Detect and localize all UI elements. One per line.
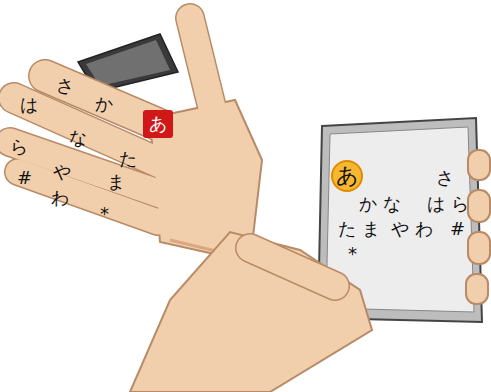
finger-key-label: ま — [107, 173, 125, 191]
screen-key-label: * — [348, 245, 357, 263]
screen-key-label: は — [427, 195, 445, 213]
finger-key-label: # — [17, 169, 32, 187]
screen-key-label: な — [383, 195, 401, 213]
screen-key-label: や — [391, 220, 409, 238]
screen-key-label: # — [450, 220, 465, 238]
screen-key-label: か — [359, 195, 377, 213]
finger-key-label: さ — [56, 77, 74, 95]
screen-key-label: た — [338, 220, 356, 238]
screen-key-label: わ — [415, 220, 433, 238]
finger-key-label: か — [95, 95, 113, 113]
key-char: あ — [336, 165, 359, 187]
finger-key-label: や — [53, 163, 71, 181]
selected-key-circle: あ — [331, 160, 363, 192]
screen-key-label: さ — [436, 169, 454, 187]
finger-key-band: あ — [143, 110, 173, 138]
finger-key-label: は — [20, 96, 38, 114]
finger-key-label: ら — [10, 138, 28, 156]
finger-key-label: な — [69, 129, 87, 147]
key-char: あ — [149, 115, 167, 133]
finger-key-label: た — [119, 150, 137, 168]
finger-key-label: * — [100, 205, 109, 223]
screen-key-label: ら — [451, 195, 469, 213]
finger-key-label: わ — [51, 189, 69, 207]
screen-key-label: ま — [362, 220, 380, 238]
